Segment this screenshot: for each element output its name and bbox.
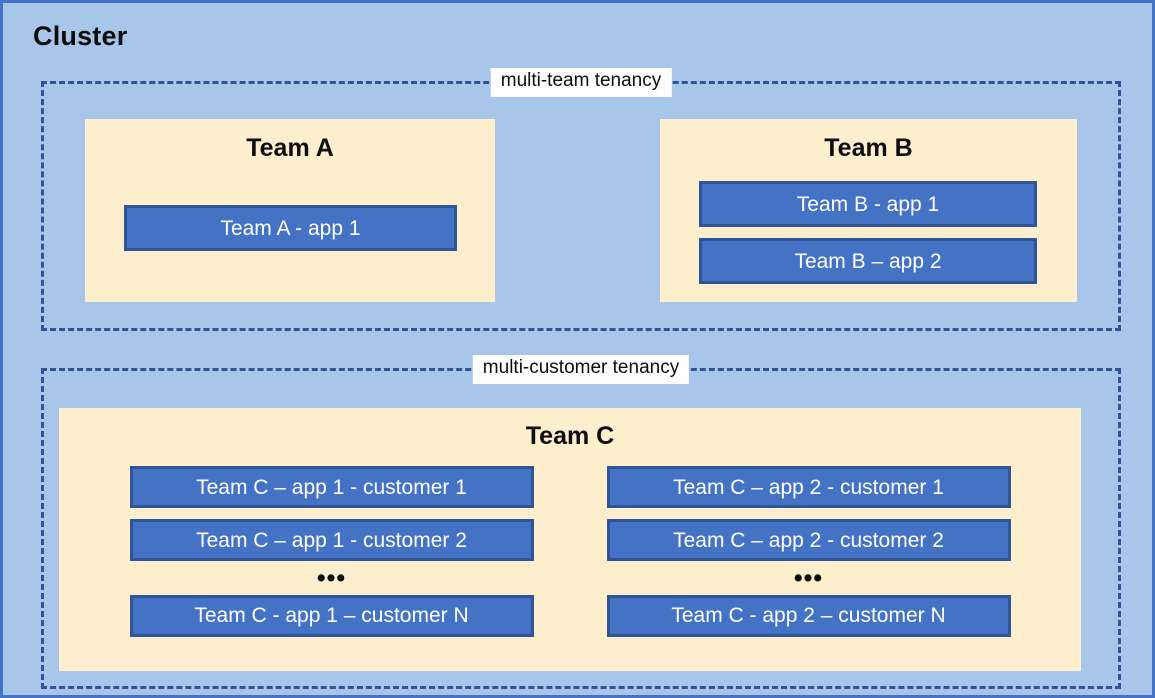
app-box-team-c-app-2-customer-1[interactable]: Team C – app 2 - customer 1 [606, 466, 1011, 508]
app-box-team-c-app-1-customer-n[interactable]: Team C - app 1 – customer N [129, 594, 534, 637]
app-column-team-c-app-2: Team C – app 2 - customer 1 Team C – app… [606, 466, 1011, 637]
team-title-team-a: Team A [246, 134, 334, 162]
ellipsis-team-c-app-1: ••• [316, 564, 347, 592]
tenancy-region-multi-team: multi-team tenancy [41, 68, 1121, 331]
team-title-team-c: Team C [525, 422, 615, 450]
team-title-team-b: Team B [824, 134, 913, 162]
app-column-team-c-app-1: Team C – app 1 - customer 1 Team C – app… [129, 466, 534, 637]
team-box-team-b: Team B Team B - app 1 Team B – app 2 [660, 119, 1077, 302]
tenancy-label-multi-customer: multi-customer tenancy [472, 355, 690, 384]
app-box-team-b-app-1[interactable]: Team B - app 1 [699, 181, 1037, 227]
app-list-team-a: Team A - app 1 [124, 205, 457, 251]
team-box-team-a: Team A Team A - app 1 [85, 119, 495, 302]
cluster-title: Cluster [33, 21, 128, 51]
app-columns-team-c: Team C – app 1 - customer 1 Team C – app… [59, 466, 1081, 637]
app-box-team-c-app-2-customer-2[interactable]: Team C – app 2 - customer 2 [606, 519, 1011, 561]
team-box-team-c: Team C Team C – app 1 - customer 1 Team … [59, 408, 1081, 671]
app-box-team-a-app-1[interactable]: Team A - app 1 [124, 205, 457, 251]
tenancy-region-multi-customer: multi-customer tenancy [41, 355, 1121, 689]
app-box-team-c-app-2-customer-n[interactable]: Team C - app 2 – customer N [606, 594, 1011, 637]
ellipsis-team-c-app-2: ••• [793, 564, 824, 592]
app-list-team-b: Team B - app 1 Team B – app 2 [699, 181, 1037, 284]
app-box-team-c-app-1-customer-1[interactable]: Team C – app 1 - customer 1 [129, 466, 534, 508]
app-box-team-c-app-1-customer-2[interactable]: Team C – app 1 - customer 2 [129, 519, 534, 561]
tenancy-label-multi-team: multi-team tenancy [490, 68, 672, 97]
app-box-team-b-app-2[interactable]: Team B – app 2 [699, 238, 1037, 284]
